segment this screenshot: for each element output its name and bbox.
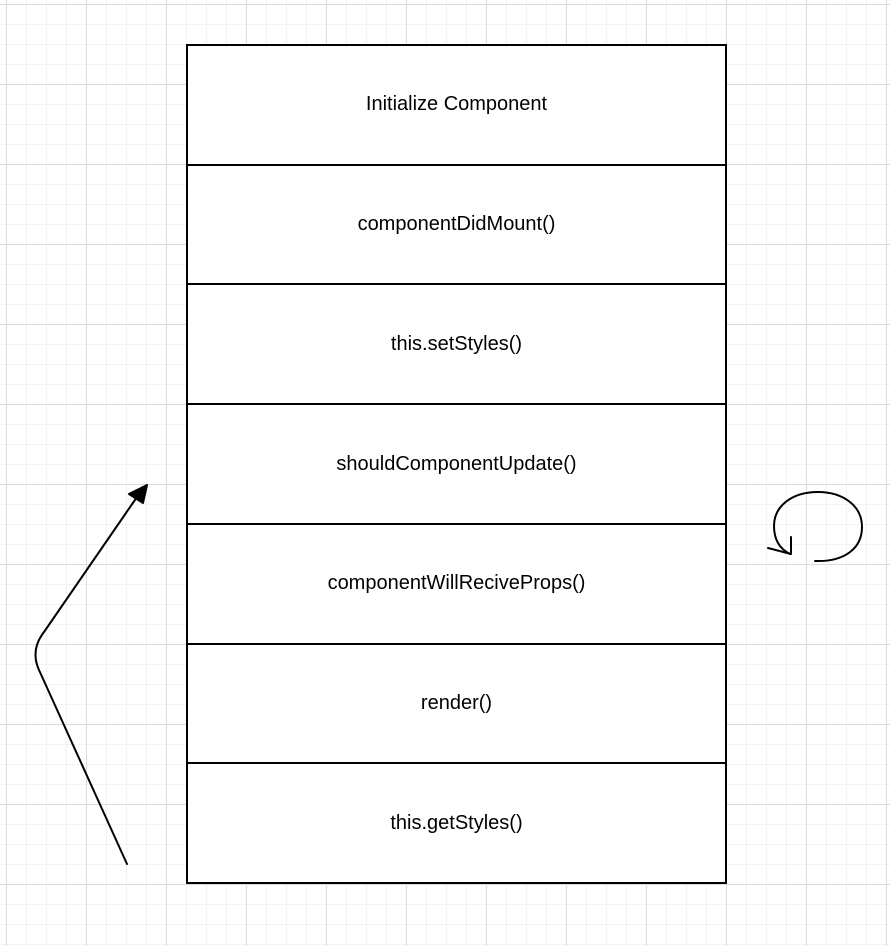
stack-row-should-component-update[interactable]: shouldComponentUpdate() [188, 403, 725, 523]
lifecycle-stack: Initialize Component componentDidMount()… [186, 44, 727, 884]
stack-row-render[interactable]: render() [188, 642, 725, 763]
stack-row-label: shouldComponentUpdate() [336, 452, 577, 475]
stack-row-label: componentDidMount() [357, 213, 556, 236]
stack-row-label: this.setStyles() [390, 332, 523, 355]
stack-row-set-styles[interactable]: this.setStyles() [188, 283, 725, 403]
stack-row-initialize-component[interactable]: Initialize Component [188, 46, 725, 164]
stack-row-label: render() [420, 691, 493, 714]
stack-row-component-will-receive-props[interactable]: componentWillReciveProps() [188, 522, 725, 643]
stack-row-label: Initialize Component [365, 93, 548, 116]
update-loop-arrow-curve[interactable] [772, 490, 864, 563]
stack-row-label: this.getStyles() [390, 811, 523, 834]
stack-row-component-did-mount[interactable]: componentDidMount() [188, 163, 725, 284]
stack-row-label: componentWillReciveProps() [327, 572, 586, 595]
upward-flow-arrow-line[interactable] [34, 496, 138, 865]
stack-row-get-styles[interactable]: this.getStyles() [188, 762, 725, 882]
